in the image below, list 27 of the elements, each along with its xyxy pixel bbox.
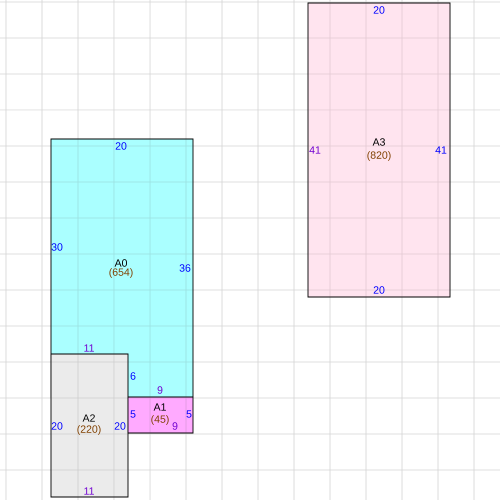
side-length: 20 — [52, 422, 62, 430]
side-length: 20 — [374, 6, 384, 14]
area-value: (45) — [151, 415, 169, 425]
side-length: 20 — [116, 142, 126, 150]
side-length: 41 — [435, 146, 446, 154]
area-value: (820) — [367, 151, 391, 161]
area-value: (220) — [77, 425, 101, 435]
side-length: 36 — [180, 264, 190, 272]
side-length: 5 — [130, 410, 136, 418]
side-length: 20 — [114, 422, 126, 430]
rectangle — [308, 2, 450, 298]
rectangle — [50, 354, 128, 498]
side-length: 9 — [158, 386, 162, 394]
rectangle — [128, 396, 194, 434]
rectangle-name: A1 — [154, 403, 166, 411]
side-length: 11 — [84, 344, 94, 352]
rectangle-name: A3 — [372, 138, 385, 146]
side-length: 11 — [84, 487, 94, 495]
side-length: 41 — [309, 146, 320, 154]
side-length: 30 — [52, 243, 62, 251]
rectangle-name: A2 — [82, 414, 95, 422]
side-length: 5 — [186, 410, 192, 418]
side-length: 20 — [374, 286, 384, 294]
side-length: 9 — [172, 422, 178, 430]
area-value: (654) — [109, 268, 133, 278]
rectangle-name: A0 — [114, 259, 127, 267]
side-length: 6 — [130, 372, 136, 380]
